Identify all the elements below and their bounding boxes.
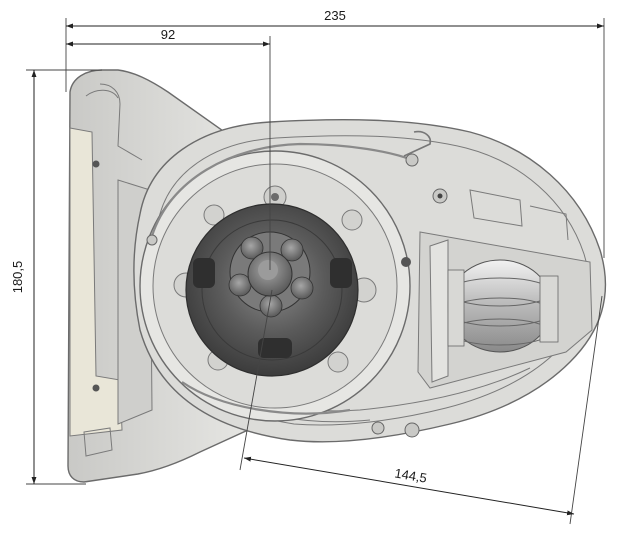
dimension-144-5: 144,5 <box>239 289 603 525</box>
dimension-92-label: 92 <box>161 27 175 42</box>
retaining-wire <box>146 130 448 438</box>
dimension-180-5: 180,5 <box>10 69 102 485</box>
dimension-235: 235 <box>65 8 605 258</box>
motor-coil <box>447 259 559 353</box>
dimension-235-label: 235 <box>324 8 346 23</box>
dimension-92: 92 <box>66 27 271 270</box>
dimension-180-5-label: 180,5 <box>10 261 25 294</box>
dimension-144-5-label: 144,5 <box>393 465 428 485</box>
